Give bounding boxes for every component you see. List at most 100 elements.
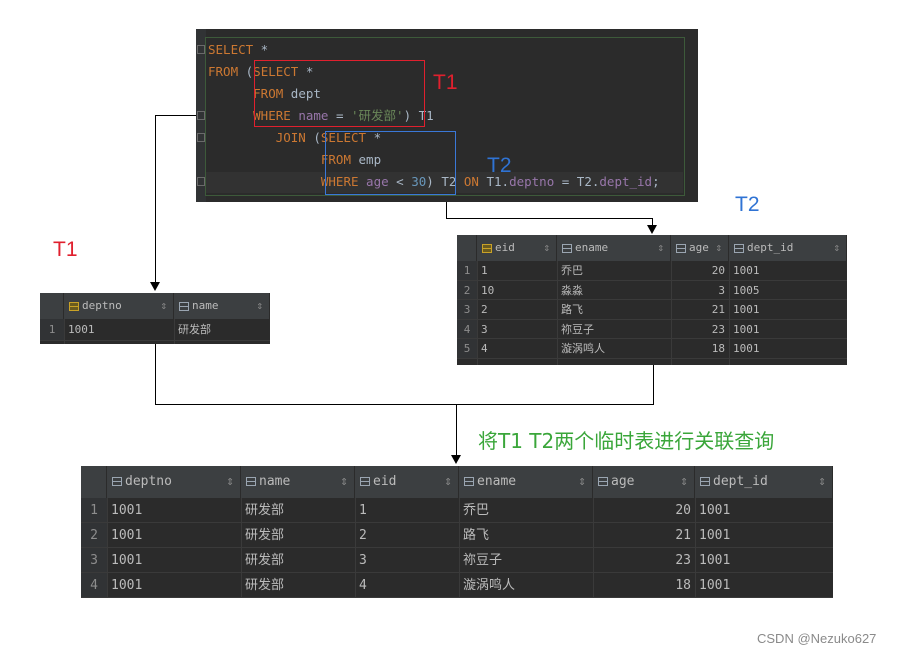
fold-marker-icon[interactable] (197, 133, 205, 142)
cell-eid[interactable]: 3 (359, 553, 367, 568)
subquery-t1-highlight (254, 60, 425, 127)
cell-ename[interactable]: 漩涡鸣人 (561, 342, 605, 355)
cell-age[interactable]: 3 (718, 283, 725, 297)
cell-deptno[interactable]: 1001 (111, 578, 143, 593)
sort-icon[interactable]: ⇕ (256, 299, 263, 312)
cell-ename[interactable]: 漩涡鸣人 (463, 578, 516, 593)
cell-name[interactable]: 研发部 (245, 553, 285, 568)
cell-ename[interactable]: 祢豆子 (463, 553, 503, 568)
cell-name[interactable]: 研发部 (245, 528, 285, 543)
cell-ename[interactable]: 路飞 (561, 303, 583, 316)
column-icon (734, 243, 744, 253)
cell-ename[interactable]: 路飞 (463, 528, 490, 543)
cell-eid[interactable]: 2 (481, 303, 488, 316)
column-header-ename[interactable]: ename⇕ (459, 466, 593, 498)
cell-dept-id[interactable]: 1001 (733, 264, 760, 277)
column-header-eid[interactable]: eid⇕ (355, 466, 459, 498)
cell-eid[interactable]: 10 (481, 283, 495, 297)
cell-eid[interactable]: 4 (359, 578, 367, 593)
cell-eid[interactable]: 2 (359, 528, 367, 543)
cell-dept-id[interactable]: 1001 (733, 303, 760, 316)
column-header-eid[interactable]: eid⇕ (477, 235, 557, 261)
cell-eid[interactable]: 3 (481, 322, 488, 336)
cell-deptno[interactable]: 1001 (111, 503, 143, 518)
sort-icon[interactable]: ⇕ (160, 299, 167, 312)
column-header-age[interactable]: age⇕ (593, 466, 695, 498)
cell-name[interactable]: 研发部 (245, 578, 285, 593)
cell-deptno[interactable]: 1001 (111, 528, 143, 543)
cell-age[interactable]: 18 (675, 578, 691, 593)
sort-icon[interactable]: ⇕ (578, 474, 586, 489)
cell-name[interactable]: 研发部 (245, 503, 285, 518)
column-header-dept-id[interactable]: dept_id ⇕ (695, 466, 833, 498)
column-header-name[interactable]: name⇕ (174, 293, 270, 319)
column-header-deptno[interactable]: deptno⇕ (107, 466, 241, 498)
row-divider (457, 279, 847, 281)
cell-age[interactable]: 23 (675, 553, 691, 568)
cell-ename[interactable]: 乔巴 (463, 503, 490, 518)
sort-icon[interactable]: ⇕ (444, 474, 452, 489)
cell-age[interactable]: 21 (711, 303, 725, 316)
sort-icon[interactable]: ⇕ (680, 474, 688, 489)
cell-age[interactable]: 20 (711, 264, 725, 277)
sql-line: FROM (SELECT * (208, 61, 313, 83)
joined-result-grid[interactable]: deptno⇕name⇕eid⇕ename⇕age⇕ dept_id ⇕ 1 1001 研… (81, 466, 833, 598)
cell-age[interactable]: 20 (675, 503, 691, 518)
column-header-ename[interactable]: ename⇕ (557, 235, 671, 261)
column-header-label: dept_id (713, 474, 768, 489)
sort-icon[interactable]: ⇕ (715, 241, 722, 254)
sort-icon[interactable]: ⇕ (226, 474, 234, 489)
sort-icon[interactable]: ⇕ (833, 241, 840, 254)
connector-line (155, 404, 654, 405)
column-header-dept-id[interactable]: dept_id⇕ (729, 235, 847, 261)
sort-icon[interactable]: ⇕ (657, 241, 664, 254)
column-header-age[interactable]: age⇕ (671, 235, 729, 261)
cell-dept-id[interactable]: 1001 (699, 503, 731, 518)
cell-ename[interactable]: 乔巴 (561, 264, 583, 277)
cell-ename[interactable]: 淼淼 (561, 283, 583, 297)
sql-keyword: SELECT (208, 42, 254, 57)
cell-deptno[interactable]: 1001 (111, 553, 143, 568)
cell-age[interactable]: 18 (711, 342, 725, 355)
cell-dept-id[interactable]: 1001 (733, 322, 760, 336)
cell-dept-id[interactable]: 1001 (699, 553, 731, 568)
fold-marker-icon[interactable] (197, 45, 205, 54)
sort-icon[interactable]: ⇕ (340, 474, 348, 489)
fold-marker-icon[interactable] (197, 177, 205, 186)
connector-line (446, 218, 653, 219)
cell-dept-id[interactable]: 1005 (733, 283, 760, 297)
connector-line (456, 404, 457, 456)
cell-dept-id[interactable]: 1001 (733, 342, 760, 355)
cell-name[interactable]: 研发部 (178, 323, 211, 336)
column-header-deptno[interactable]: deptno⇕ (64, 293, 174, 319)
sort-icon[interactable]: ⇕ (543, 241, 550, 254)
cell-dept-id[interactable]: 1001 (699, 528, 731, 543)
sql-line: SELECT * (208, 39, 268, 61)
sql-editor[interactable]: SELECT *FROM (SELECT * FROM dept WHERE n… (196, 29, 698, 202)
sql-text: = (328, 108, 352, 123)
cell-eid[interactable]: 1 (481, 264, 488, 277)
sort-icon[interactable]: ⇕ (818, 474, 826, 489)
fold-marker-icon[interactable] (197, 111, 205, 120)
cell-age[interactable]: 21 (675, 528, 691, 543)
column-header-name[interactable]: name⇕ (241, 466, 355, 498)
cell-dept-id[interactable]: 1001 (699, 578, 731, 593)
cell-age[interactable]: 23 (711, 322, 725, 336)
column-divider (729, 261, 730, 365)
cell-ename[interactable]: 祢豆子 (561, 322, 594, 336)
cell-eid[interactable]: 1 (359, 503, 367, 518)
cell-eid[interactable]: 4 (481, 342, 488, 355)
cell-deptno[interactable]: 1001 (68, 323, 95, 336)
